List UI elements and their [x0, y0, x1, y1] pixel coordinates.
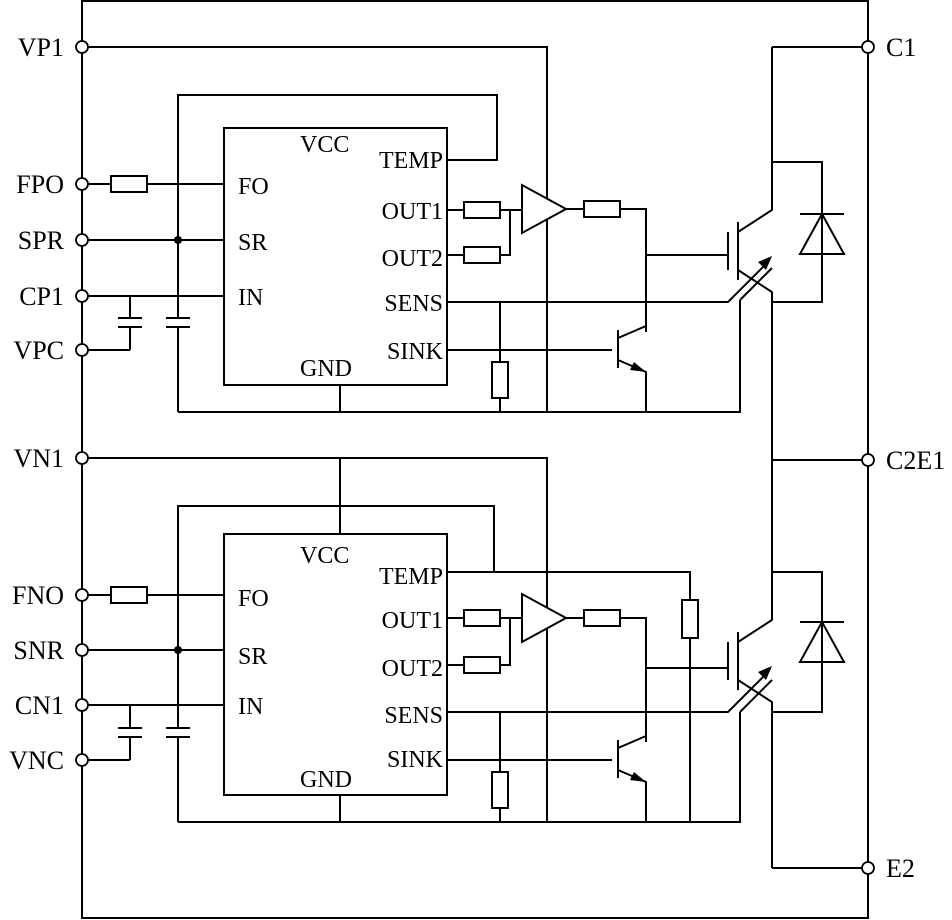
pin-vcc-upper: VCC	[300, 132, 349, 158]
pin-in-upper: IN	[238, 285, 263, 311]
label-snr: SNR	[13, 636, 64, 665]
buffer-upper	[521, 183, 569, 235]
pin-fo-lower: FO	[238, 586, 269, 612]
pin-sr-lower: SR	[238, 644, 267, 670]
resistor-fo-upper	[110, 175, 148, 193]
pin-in-lower: IN	[238, 694, 263, 720]
driver-ic-lower	[223, 533, 448, 796]
label-cp1: CP1	[19, 282, 64, 311]
module-outline	[81, 0, 869, 919]
left-terminal-labels: VP1 FPO SPR CP1 VPC VN1 FNO SNR CN1 VNC	[9, 33, 65, 775]
pin-out2-upper: OUT2	[382, 246, 443, 272]
lower-ic-labels: FO SR IN VCC GND TEMP OUT1 OUT2 SENS SIN…	[238, 543, 444, 793]
junction-dot	[174, 236, 182, 244]
right-terminal-circles	[861, 40, 875, 875]
label-e2: E2	[886, 854, 915, 883]
label-fpo: FPO	[16, 170, 64, 199]
resistor-gate-lower	[583, 609, 621, 627]
pin-out1-lower: OUT1	[382, 608, 443, 634]
label-spr: SPR	[18, 226, 65, 255]
buffer-lower	[521, 592, 569, 644]
pin-out1-upper: OUT1	[382, 199, 443, 225]
label-cn1: CN1	[15, 691, 64, 720]
resistor-gate-upper	[583, 200, 621, 218]
resistor-out1-lower	[463, 609, 501, 627]
label-fno: FNO	[12, 581, 64, 610]
pin-sink-lower: SINK	[387, 747, 444, 773]
label-vnc: VNC	[9, 746, 64, 775]
resistor-fo-lower	[110, 586, 148, 604]
label-vpc: VPC	[13, 336, 64, 365]
pin-fo-upper: FO	[238, 174, 269, 200]
lower-half	[82, 457, 868, 869]
label-vn1: VN1	[13, 444, 64, 473]
driver-ic-upper	[223, 127, 448, 386]
pin-vcc-lower: VCC	[300, 543, 349, 569]
pin-sink-upper: SINK	[387, 339, 444, 365]
label-vp1: VP1	[18, 33, 64, 62]
upper-half	[82, 46, 868, 460]
pin-gnd-lower: GND	[300, 767, 352, 793]
label-c1: C1	[886, 33, 916, 62]
pin-out2-lower: OUT2	[382, 656, 443, 682]
resistor-temp-lower	[681, 599, 699, 639]
resistor-sink-upper	[491, 361, 509, 399]
junction-dot	[174, 646, 182, 654]
pin-temp-lower: TEMP	[379, 564, 443, 590]
left-terminal-circles	[75, 40, 89, 767]
resistor-out2-upper	[463, 246, 501, 264]
label-c2e1: C2E1	[886, 446, 945, 475]
upper-ic-labels: FO SR IN VCC GND TEMP OUT1 OUT2 SENS SIN…	[238, 132, 444, 382]
resistor-sink-lower	[491, 771, 509, 809]
resistor-out1-upper	[463, 201, 501, 219]
resistor-out2-lower	[463, 656, 501, 674]
pin-gnd-upper: GND	[300, 356, 352, 382]
pin-sr-upper: SR	[238, 230, 267, 256]
pin-temp-upper: TEMP	[379, 148, 443, 174]
pin-sens-upper: SENS	[384, 291, 443, 317]
right-terminal-labels: C1 C2E1 E2	[886, 33, 945, 883]
pin-sens-lower: SENS	[384, 703, 443, 729]
